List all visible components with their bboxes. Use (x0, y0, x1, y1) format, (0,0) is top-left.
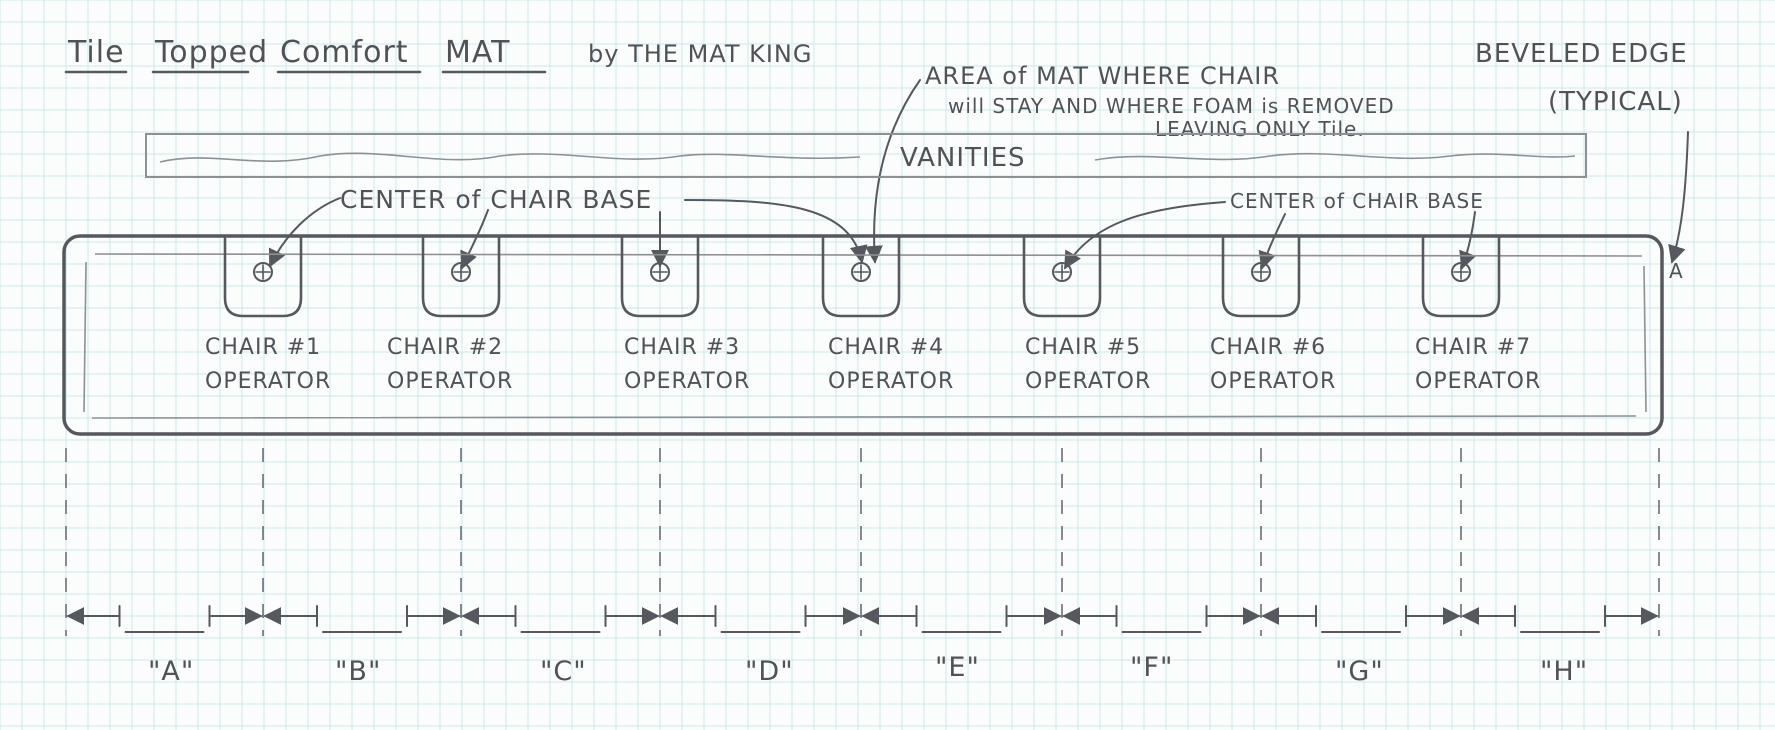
chair-label-7: CHAIR #7 (1415, 335, 1531, 360)
chair-center-mark (1052, 262, 1072, 282)
vanities-wave-left (159, 152, 861, 163)
dimension-label-b: "B" (335, 656, 381, 687)
center-leader-5 (1064, 201, 1226, 270)
chair-cutout (1421, 234, 1501, 318)
center-note-right: CENTER of CHAIR BASE (1230, 189, 1484, 213)
chair-operator-3: OPERATOR (624, 369, 750, 394)
chair-center-cross (453, 264, 469, 280)
chair-label-6: CHAIR #6 (1210, 335, 1326, 360)
center-leader-6 (1258, 213, 1286, 270)
chair-area-note-line3: LEAVING ONLY Tile. (1155, 117, 1365, 141)
dimension-label-g: "G" (1335, 656, 1384, 687)
chair-center-mark (253, 262, 273, 282)
dimension-label-c: "C" (540, 656, 587, 687)
mat-outline (62, 234, 1664, 436)
chair-center-mark (650, 262, 670, 282)
bevel-leader-arrow (1668, 131, 1689, 264)
chair-center-cross (255, 264, 271, 280)
chair-center-cross (1253, 264, 1269, 280)
chair-area-note-line2: will STAY AND WHERE FOAM is REMOVED (948, 94, 1395, 118)
bevel-note: BEVELED EDGE (TYPICAL) A (1475, 39, 1689, 283)
vanities-outline (145, 133, 1587, 178)
vanities: VANITIES (145, 133, 1587, 178)
chair-label-1: CHAIR #1 (205, 335, 321, 360)
chair-center-mark (1251, 262, 1271, 282)
chair-center-cross (652, 264, 668, 280)
chair-center-mark (451, 262, 471, 282)
chair-label-4: CHAIR #4 (828, 335, 944, 360)
chair-cutouts (223, 234, 1501, 318)
center-notes: CENTER of CHAIR BASE CENTER of CHAIR BAS… (268, 185, 1484, 270)
dimension-label-h: "H" (1540, 656, 1588, 687)
title-word-4: MAT (445, 35, 510, 70)
chair-center-mark (851, 262, 871, 282)
title: Tile Topped Comfort MAT by THE MAT KING (64, 35, 812, 74)
bevel-marker: A (1669, 259, 1684, 283)
title-word-3: Comfort (280, 35, 409, 70)
chair-operator-5: OPERATOR (1025, 369, 1151, 394)
chair-area-note: AREA of MAT WHERE CHAIR will STAY AND WH… (864, 62, 1395, 264)
chair-operator-1: OPERATOR (205, 369, 331, 394)
title-byline: by THE MAT KING (588, 40, 812, 68)
chair-label-5: CHAIR #5 (1025, 335, 1141, 360)
chair-center-cross (1453, 264, 1469, 280)
chair-center-cross (853, 264, 869, 280)
mat (62, 234, 1664, 436)
vanities-wave-right (1094, 152, 1576, 161)
chair-cutout (1022, 234, 1102, 318)
chair-label-2: CHAIR #2 (387, 335, 503, 360)
chair-labels: CHAIR #1 OPERATOR CHAIR #2 OPERATOR CHAI… (205, 335, 1541, 394)
dimension-chain: "A" "B" "C" "D" "E" "F" "G" "H" (65, 448, 1660, 687)
center-note-left: CENTER of CHAIR BASE (340, 185, 652, 214)
chair-operator-7: OPERATOR (1415, 369, 1541, 394)
chair-cutout (1221, 234, 1301, 318)
chair-cutout (223, 234, 303, 318)
chair-cutout (821, 234, 901, 318)
chair-label-3: CHAIR #3 (624, 335, 740, 360)
chair-area-note-line1: AREA of MAT WHERE CHAIR (925, 62, 1280, 90)
mat-bevel-line (83, 253, 1647, 419)
center-leader-1 (268, 197, 341, 268)
bevel-note-line1: BEVELED EDGE (1475, 39, 1688, 69)
dimension-lines (65, 448, 1660, 636)
chair-operator-4: OPERATOR (828, 369, 954, 394)
bevel-note-line2: (TYPICAL) (1548, 87, 1683, 117)
chair-center-mark (1451, 262, 1471, 282)
chair-center-cross (1054, 264, 1070, 280)
dimension-label-d: "D" (745, 656, 794, 687)
vanities-label: VANITIES (900, 143, 1026, 173)
chair-cutout (620, 234, 700, 318)
dimension-label-f: "F" (1130, 652, 1173, 683)
title-word-1: Tile (67, 35, 125, 70)
chair-cutout (421, 234, 501, 318)
title-word-2: Topped (154, 35, 268, 70)
center-leader-4 (684, 199, 868, 264)
chair-operator-2: OPERATOR (387, 369, 513, 394)
chair-operator-6: OPERATOR (1210, 369, 1336, 394)
dimension-label-a: "A" (148, 656, 194, 687)
dimension-label-e: "E" (935, 652, 980, 683)
